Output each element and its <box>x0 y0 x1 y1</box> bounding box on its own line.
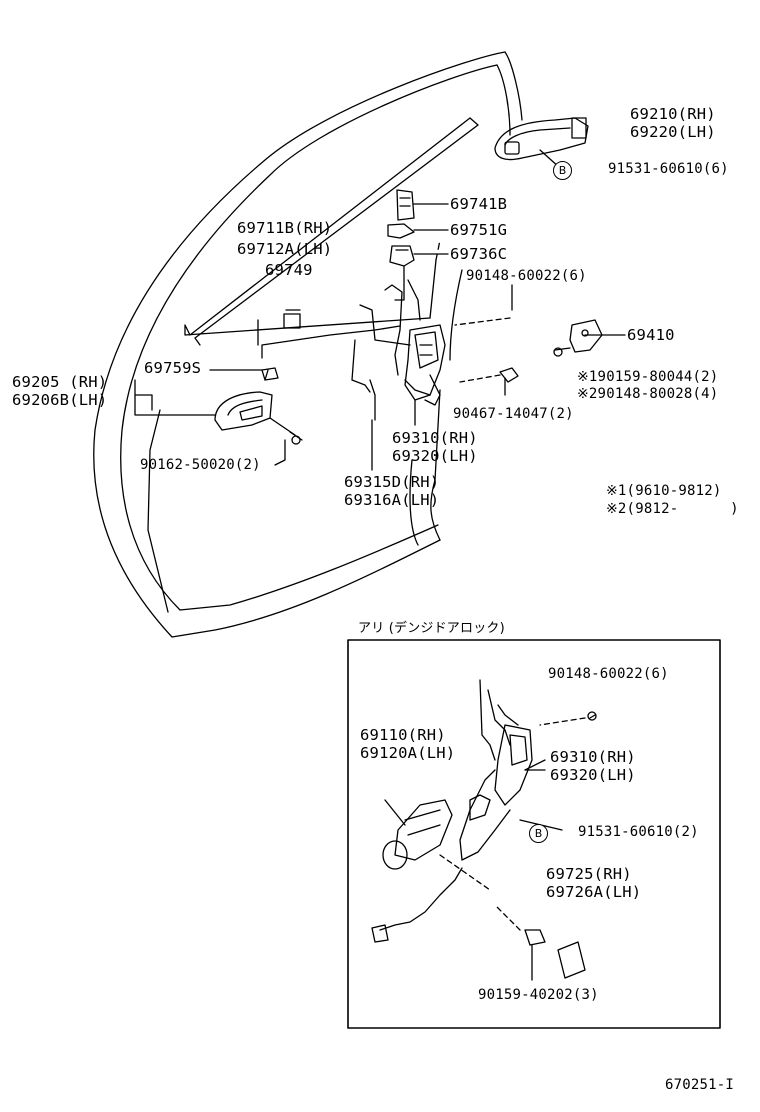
label-69320-top: 69320(LH) <box>392 447 478 465</box>
label-69316: 69316A(LH) <box>344 491 440 509</box>
label-90148-top: 90148-60022(6) <box>466 268 587 284</box>
rod-clip <box>283 313 301 329</box>
label-91531-2: 91531-60610(2) <box>578 824 699 840</box>
lock-cylinder-69741 <box>396 189 415 221</box>
label-91531-6: 91531-60610(6) <box>608 161 729 177</box>
inset-title: アリ (デンジドアロック) <box>358 621 505 636</box>
label-90148-80028: ※290148-80028(4) <box>577 386 719 402</box>
lock-assembly <box>404 324 446 401</box>
cylinder-pad-69751 <box>387 223 415 239</box>
outside-handle <box>494 117 589 161</box>
label-69210: 69210(RH) <box>630 105 716 123</box>
label-69315: 69315D(RH) <box>344 473 440 491</box>
label-90159-80044: ※190159-80044(2) <box>577 369 719 385</box>
door-inner-outline <box>120 64 498 611</box>
label-69759: 69759S <box>144 359 202 377</box>
label-69320-inset: 69320(LH) <box>550 766 636 784</box>
inset-pad <box>557 941 586 979</box>
label-69110: 69110(RH) <box>360 726 446 744</box>
label-69751: 69751G <box>450 221 508 239</box>
label-69206: 69206B(LH) <box>12 391 108 409</box>
label-90467: 90467-14047(2) <box>453 406 574 422</box>
label-69205: 69205 (RH) <box>12 373 108 391</box>
inset-box <box>347 639 721 1029</box>
note-2: ※2(9812- ) <box>606 501 739 517</box>
cylinder-retainer-69736 <box>389 245 415 267</box>
label-69736: 69736C <box>450 245 508 263</box>
label-69310-top: 69310(RH) <box>392 429 478 447</box>
label-69410: 69410 <box>627 326 675 344</box>
door-lock-actuator <box>394 799 453 861</box>
note-1: ※1(9610-9812) <box>606 483 722 499</box>
label-69310-inset: 69310(RH) <box>550 748 636 766</box>
label-69711: 69711B(RH) <box>237 219 333 237</box>
label-90159-40202: 90159-40202(3) <box>478 987 599 1003</box>
label-69741: 69741B <box>450 195 508 213</box>
label-90162: 90162-50020(2) <box>140 457 261 473</box>
circle-b-marker: B <box>553 161 572 180</box>
inside-handle <box>214 391 273 431</box>
door-outline <box>93 51 506 638</box>
circle-b-marker-inset: B <box>529 824 548 843</box>
label-69712: 69712A(LH) <box>237 240 333 258</box>
window-frame <box>184 117 471 336</box>
inset-rod <box>479 679 496 761</box>
label-90148-inset: 90148-60022(6) <box>548 666 669 682</box>
link-rod <box>261 325 401 359</box>
label-69220: 69220(LH) <box>630 123 716 141</box>
label-69725: 69725(RH) <box>546 865 632 883</box>
label-69120: 69120A(LH) <box>360 744 456 762</box>
inset-lock-assembly <box>494 724 533 806</box>
label-69749: 69749 <box>265 261 313 279</box>
diagram-code: 670251-I <box>665 1077 735 1093</box>
label-69726: 69726A(LH) <box>546 883 642 901</box>
